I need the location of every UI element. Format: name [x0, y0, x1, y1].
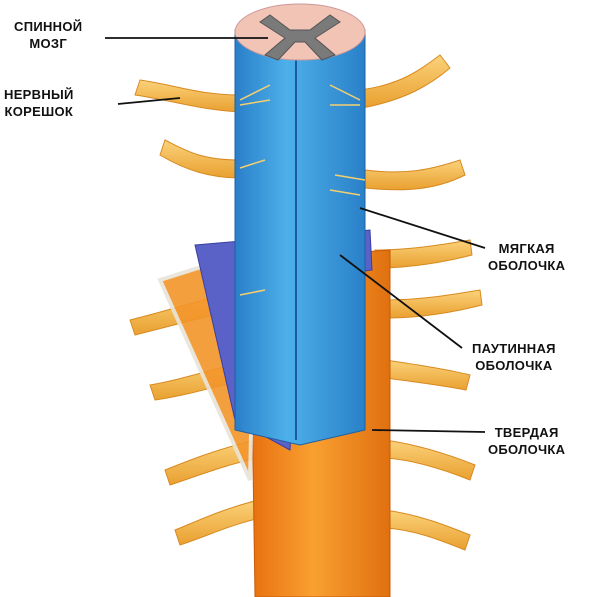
nerve-root [174, 499, 261, 546]
label-pia-mater: МЯГКАЯ ОБОЛОЧКА [488, 240, 565, 274]
label-line: ОБОЛОЧКА [475, 358, 553, 373]
nerve-root [359, 54, 451, 109]
nerve-root [374, 239, 473, 269]
nerve-root [134, 79, 241, 113]
label-nerve-root: НЕРВНЫЙ КОРЕШОК [4, 86, 74, 120]
label-line: ОБОЛОЧКА [488, 442, 566, 457]
nerve-root [384, 359, 471, 391]
rootlet [239, 289, 266, 296]
label-line: СПИННОЙ [14, 19, 83, 34]
leader-lines [105, 37, 486, 433]
nerve-root [384, 509, 471, 551]
rootlet [239, 99, 271, 106]
label-line: ТВЕРДАЯ [494, 425, 559, 440]
label-line: МОЗГ [29, 36, 68, 51]
grey-matter [259, 14, 341, 61]
leader-line-pia-mater [359, 207, 486, 249]
leader-line-arachnoid [339, 254, 463, 349]
rootlet [334, 174, 366, 181]
label-spinal-cord: СПИННОЙ МОЗГ [14, 18, 82, 52]
label-line: НЕРВНЫЙ [4, 87, 74, 102]
label-line: ОБОЛОЧКА [488, 258, 566, 273]
nerve-root [384, 439, 476, 481]
rootlet [329, 84, 361, 101]
nerve-roots-right [359, 54, 483, 551]
label-line: МЯГКАЯ [498, 241, 555, 256]
rootlets [239, 84, 366, 296]
nerve-root [164, 439, 259, 486]
leader-line-dura-mater [371, 429, 486, 433]
rootlet [239, 84, 271, 101]
leader-line-nerve-root [117, 97, 181, 105]
nerve-root [384, 289, 483, 319]
rootlet [239, 159, 266, 169]
label-line: ПАУТИННАЯ [472, 341, 556, 356]
rootlet [329, 189, 361, 196]
nerve-root [364, 159, 466, 191]
label-line: КОРЕШОК [4, 104, 74, 119]
nerve-root [159, 139, 241, 179]
label-dura-mater: ТВЕРДАЯ ОБОЛОЧКА [488, 424, 565, 458]
label-arachnoid: ПАУТИННАЯ ОБОЛОЧКА [472, 340, 556, 374]
